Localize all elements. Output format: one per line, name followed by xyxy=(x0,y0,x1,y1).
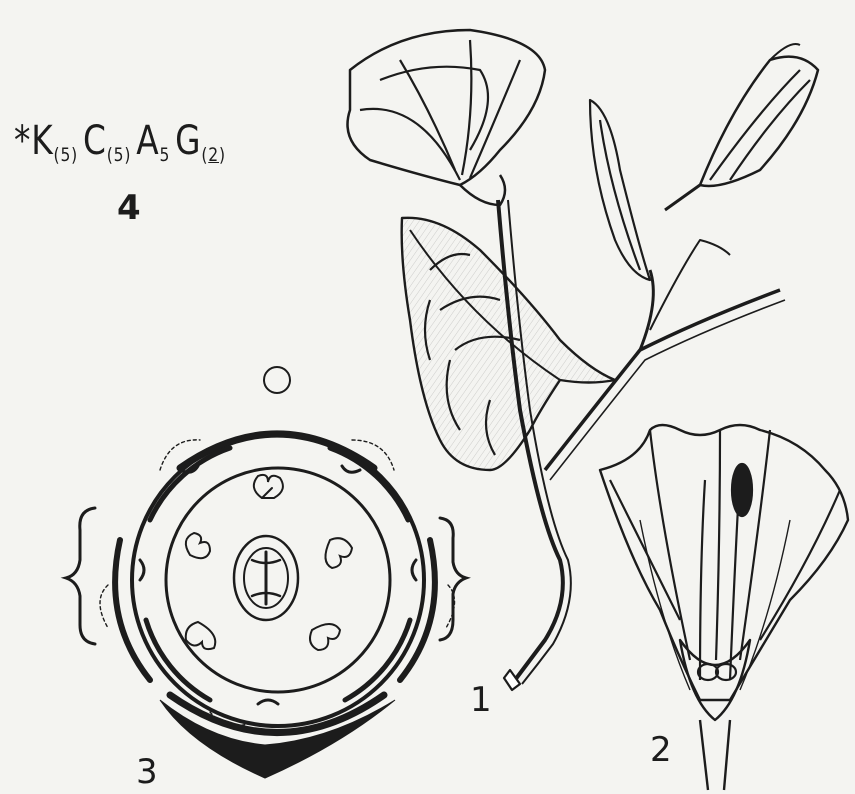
figure-number-1: 1 xyxy=(470,680,492,720)
left-bracket xyxy=(66,508,95,644)
leaf xyxy=(402,218,615,470)
corolla-inner-ring xyxy=(166,468,390,692)
floral-diagram xyxy=(66,367,466,778)
flower-section xyxy=(600,425,848,790)
flower-bud xyxy=(700,57,818,186)
figure-number-2: 2 xyxy=(650,730,672,770)
flower-large xyxy=(348,30,546,185)
sepal-right xyxy=(400,540,435,680)
corolla-section xyxy=(600,425,848,700)
figure-number-3: 3 xyxy=(136,752,158,792)
axis-circle xyxy=(264,367,290,393)
plant-habit xyxy=(348,30,819,690)
right-bracket xyxy=(440,518,466,640)
bud-narrow xyxy=(590,100,650,280)
